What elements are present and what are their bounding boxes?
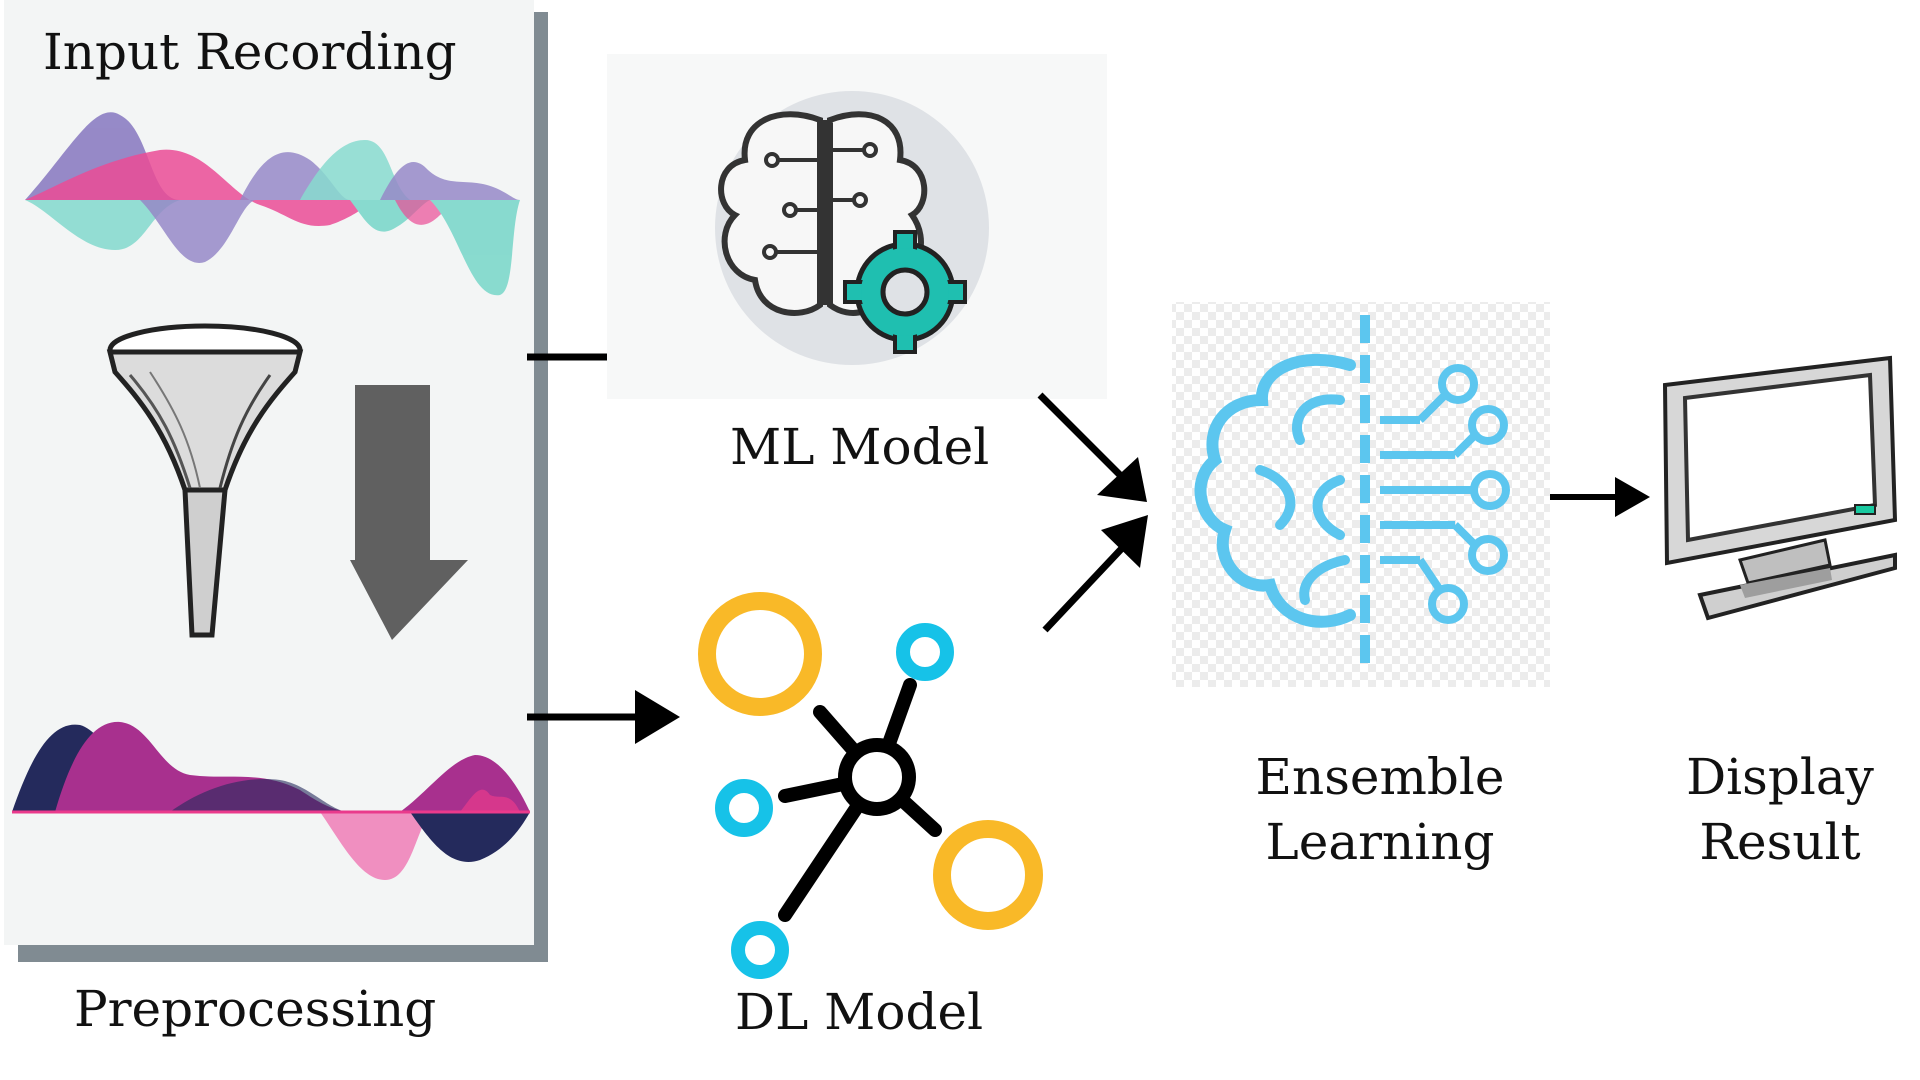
power-led	[1854, 504, 1876, 515]
ensemble-label: Ensemble Learning	[1230, 745, 1530, 875]
arrow-ensemble-to-display	[1550, 477, 1650, 517]
arrow-ml-to-ensemble	[1037, 392, 1147, 502]
brain-gear-icon	[607, 54, 1107, 399]
monitor-icon	[1662, 355, 1898, 621]
dl-model-label: DL Model	[735, 983, 984, 1041]
gear-icon	[843, 230, 967, 354]
arrow-to-dl	[527, 690, 680, 744]
display-result-label: Display Result	[1660, 745, 1900, 875]
preprocessed-waveform	[12, 721, 530, 880]
input-waveform	[25, 112, 520, 296]
ensemble-label-line2: Learning	[1265, 813, 1495, 871]
down-arrow-icon	[350, 385, 468, 640]
network-node-icon	[698, 592, 1043, 979]
input-recording-label: Input Recording	[43, 23, 457, 81]
brain-circuit-icon	[1172, 302, 1550, 687]
funnel-icon	[106, 323, 304, 638]
display-label-line1: Display	[1686, 748, 1874, 806]
preprocessing-label: Preprocessing	[74, 980, 437, 1038]
ml-model-label: ML Model	[730, 418, 990, 476]
ensemble-label-line1: Ensemble	[1255, 748, 1505, 806]
arrow-dl-to-ensemble	[1042, 515, 1148, 633]
display-label-line2: Result	[1699, 813, 1861, 871]
